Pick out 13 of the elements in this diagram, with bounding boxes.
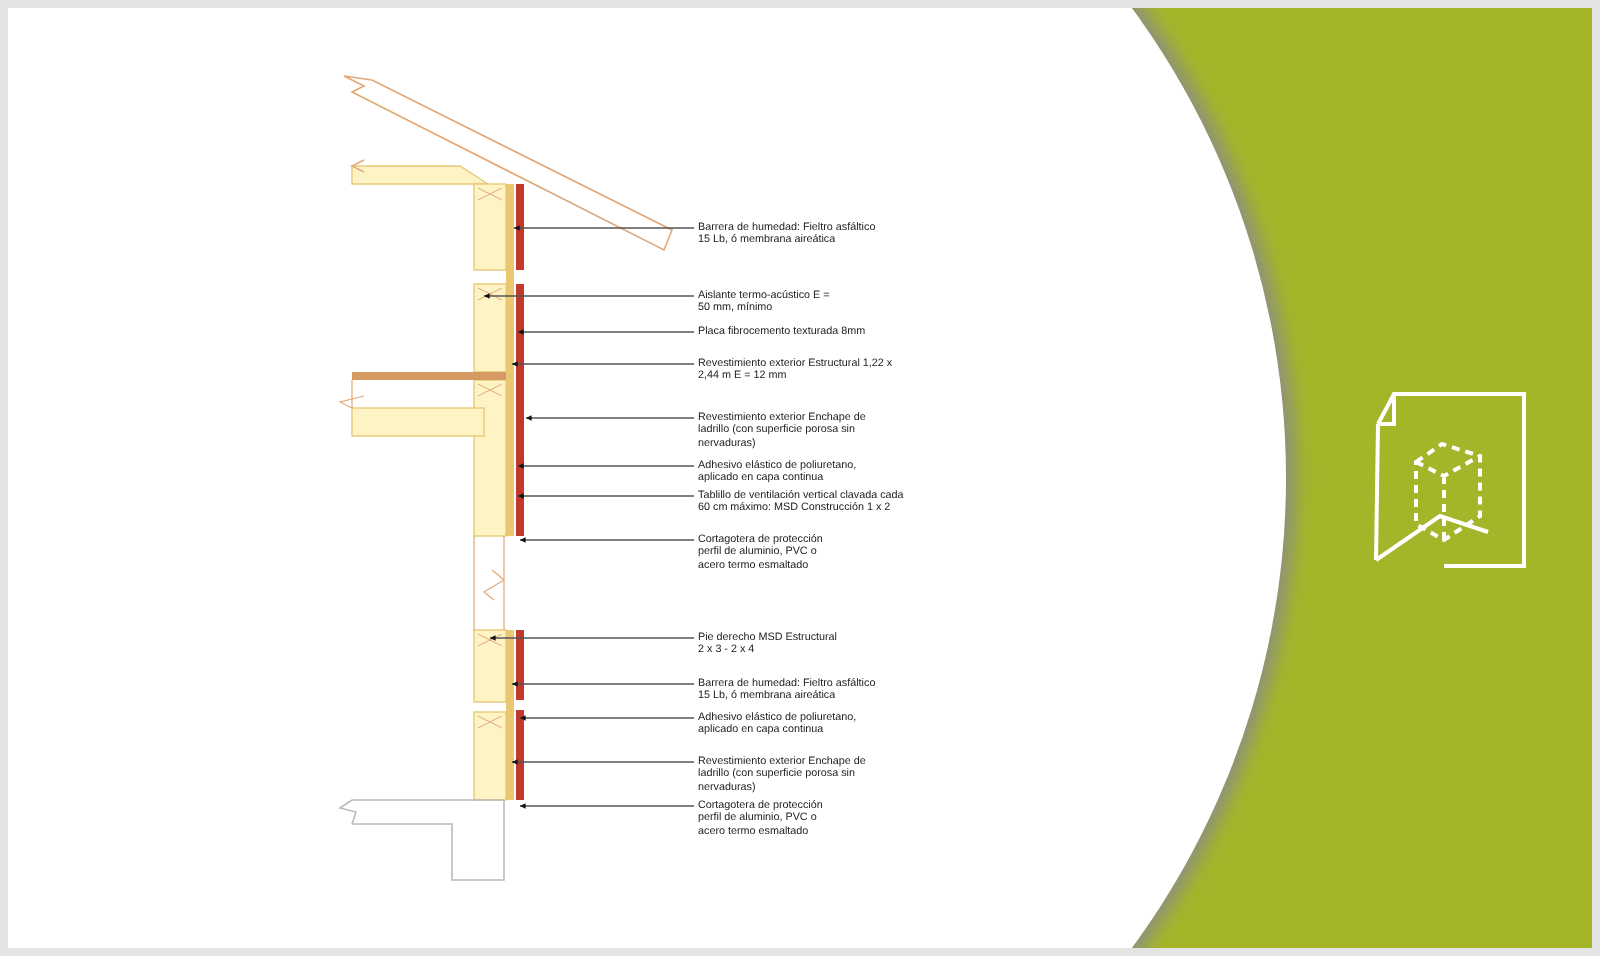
leader-line bbox=[511, 759, 695, 765]
leader-line bbox=[489, 635, 695, 641]
leader-line bbox=[519, 537, 695, 543]
leader-line bbox=[525, 415, 695, 421]
leader-line bbox=[511, 681, 695, 687]
leader-line bbox=[511, 361, 695, 367]
leader-line bbox=[513, 225, 695, 231]
leader-line bbox=[517, 493, 695, 499]
leader-line bbox=[517, 463, 695, 469]
leader-line bbox=[483, 293, 695, 299]
leader-line bbox=[519, 803, 695, 809]
leader-line bbox=[519, 715, 695, 721]
leader-line bbox=[517, 329, 695, 335]
